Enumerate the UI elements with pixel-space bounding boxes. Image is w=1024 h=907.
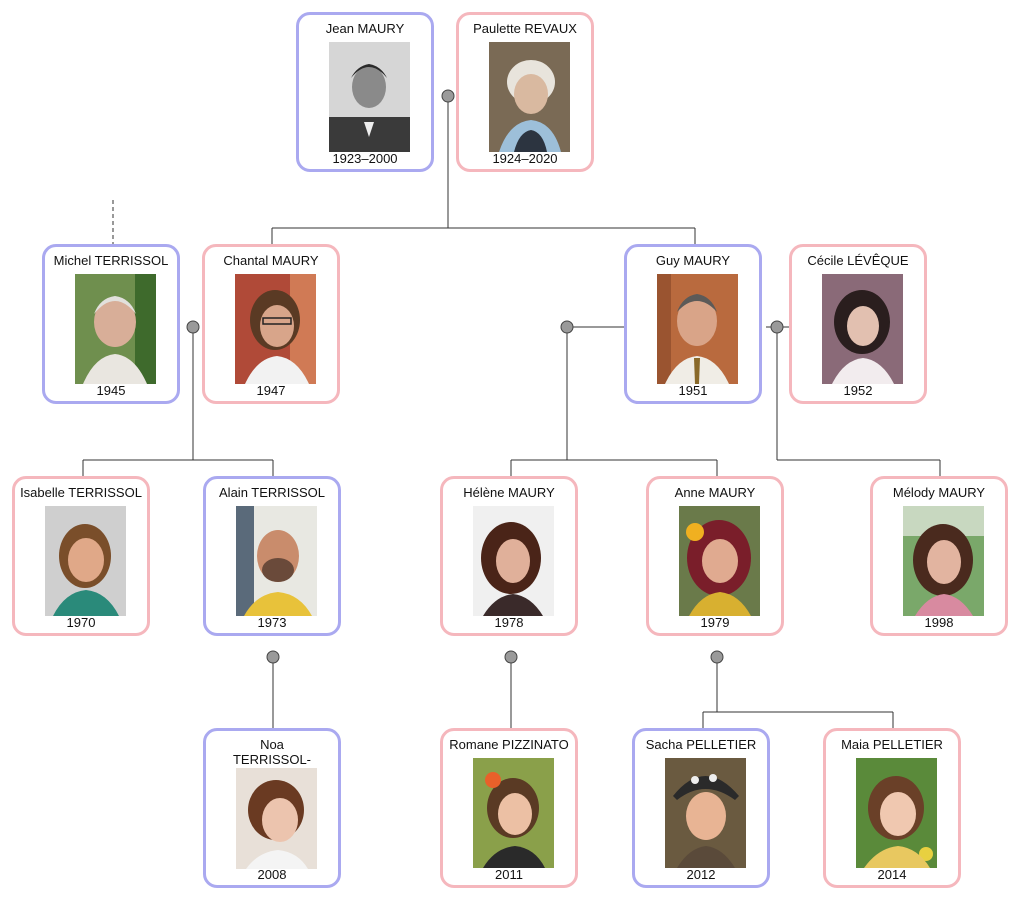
person-card-anne-maury[interactable]: Anne MAURY 1979 — [646, 476, 784, 636]
person-name: Hélène MAURY — [463, 485, 555, 500]
union-node — [186, 320, 200, 334]
person-name: Mélody MAURY — [892, 485, 986, 500]
person-years: 1945 — [96, 383, 126, 398]
person-photo — [903, 506, 984, 616]
person-years: 2008 — [257, 867, 287, 882]
person-photo — [657, 274, 738, 384]
person-name: Guy MAURY — [655, 253, 731, 268]
person-card-michel-terrissol[interactable]: Michel TERRISSOL 1945 — [42, 244, 180, 404]
person-name: Michel TERRISSOL — [53, 253, 169, 268]
person-years: 2011 — [495, 867, 523, 882]
person-card-melody-maury[interactable]: Mélody MAURY 1998 — [870, 476, 1008, 636]
person-card-jean-maury[interactable]: Jean MAURY 1923–2000 — [296, 12, 434, 172]
person-years: 2012 — [686, 867, 716, 882]
person-photo — [236, 768, 317, 869]
union-node — [441, 89, 455, 103]
person-card-paulette-revaux[interactable]: Paulette REVAUX 1924–2020 — [456, 12, 594, 172]
person-name: Cécile LÉVÊQUE — [807, 253, 909, 268]
person-photo — [856, 758, 937, 868]
person-card-cecile-leveque[interactable]: Cécile LÉVÊQUE 1952 — [789, 244, 927, 404]
person-name: Sacha PELLETIER — [645, 737, 757, 752]
person-card-sacha-pelletier[interactable]: Sacha PELLETIER 2012 — [632, 728, 770, 888]
union-node — [770, 320, 784, 334]
person-years: 1973 — [257, 615, 287, 630]
person-photo — [473, 506, 554, 616]
person-name: Alain TERRISSOL — [219, 485, 325, 500]
person-name: Isabelle TERRISSOL — [20, 485, 142, 500]
person-card-chantal-maury[interactable]: Chantal MAURY 1947 — [202, 244, 340, 404]
person-name: Jean MAURY — [325, 21, 405, 36]
person-card-isabelle-terrissol[interactable]: Isabelle TERRISSOL 1970 — [12, 476, 150, 636]
person-name: Romane PIZZINATO — [449, 737, 569, 752]
person-card-alain-terrissol[interactable]: Alain TERRISSOL 1973 — [203, 476, 341, 636]
person-years: 1998 — [924, 615, 954, 630]
person-card-helene-maury[interactable]: Hélène MAURY 1978 — [440, 476, 578, 636]
person-photo — [45, 506, 126, 616]
person-card-noa-terrissol-richard[interactable]: Noa TERRISSOL-RICHARD 2008 — [203, 728, 341, 888]
person-card-romane-pizzinato[interactable]: Romane PIZZINATO 2011 — [440, 728, 578, 888]
union-node — [504, 650, 518, 664]
union-node — [266, 650, 280, 664]
person-years: 1979 — [700, 615, 730, 630]
person-years: 1924–2020 — [492, 151, 558, 166]
person-card-guy-maury[interactable]: Guy MAURY 1951 — [624, 244, 762, 404]
person-years: 1970 — [66, 615, 96, 630]
person-years: 1978 — [494, 615, 524, 630]
person-photo — [236, 506, 317, 616]
person-years: 1923–2000 — [332, 151, 398, 166]
union-node — [560, 320, 574, 334]
person-card-maia-pelletier[interactable]: Maia PELLETIER 2014 — [823, 728, 961, 888]
person-name: Anne MAURY — [674, 485, 756, 500]
person-years: 1947 — [256, 383, 286, 398]
person-photo — [489, 42, 570, 152]
person-years: 1951 — [678, 383, 708, 398]
person-photo — [679, 506, 760, 616]
person-photo — [665, 758, 746, 868]
person-photo — [329, 42, 410, 152]
person-photo — [75, 274, 156, 384]
person-name: Chantal MAURY — [223, 253, 319, 268]
union-node — [710, 650, 724, 664]
person-photo — [822, 274, 903, 384]
person-photo — [473, 758, 554, 868]
person-years: 1952 — [843, 383, 873, 398]
person-name: Maia PELLETIER — [841, 737, 943, 752]
person-name: Paulette REVAUX — [473, 21, 577, 36]
person-photo — [235, 274, 316, 384]
person-years: 2014 — [877, 867, 907, 882]
